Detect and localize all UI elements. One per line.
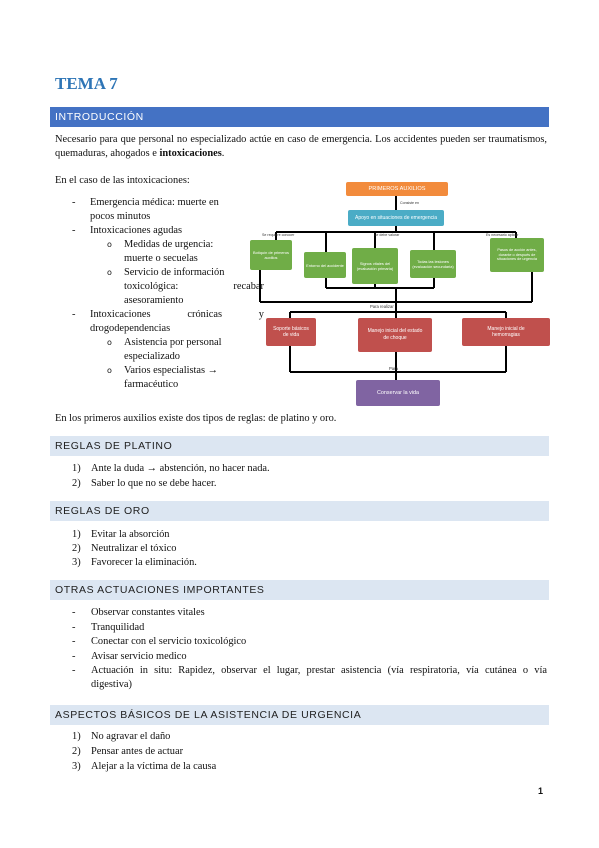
flow-pasos-accion: Pasos de acción antes, durante o después…: [490, 238, 544, 272]
flow-estado-choque: Manejo inicial del estado de choque: [358, 318, 432, 352]
list-item: - Emergencia médica: muerte en pocos min…: [72, 196, 264, 224]
list-item: 1)Evitar la absorción: [72, 529, 170, 540]
flow-botiquin: Botiquín de primeros auxilios: [250, 240, 292, 270]
list-item: -Avisar servicio medico: [72, 650, 187, 662]
list-item: 2)Saber lo que no se debe hacer.: [72, 478, 217, 489]
bullet-text: Varios especialistas →: [124, 365, 219, 376]
bullet-text: Asistencia por personal: [124, 337, 222, 348]
intro-intoxicaciones-lead: En el caso de las intoxicaciones:: [55, 175, 190, 186]
bullet-text: Medidas de urgencia:: [124, 239, 214, 250]
bullet-text: toxicológica:: [124, 281, 179, 292]
flow-lesiones: Todas las lesiones (evaluación secundari…: [410, 250, 456, 278]
list-item: -Conectar con el servicio toxicológico: [72, 636, 247, 648]
bullet-text: muerte o secuelas: [124, 253, 198, 264]
bullet-text: pocos minutos: [90, 211, 151, 222]
oro-list: 1)Evitar la absorción 2)Neutralizar el t…: [72, 528, 197, 570]
platino-list: 1)Ante la duda → abstención, no hacer na…: [72, 462, 270, 492]
page-number: 1: [537, 786, 543, 796]
section-heading-otras: OTRAS ACTUACIONES IMPORTANTES: [50, 580, 549, 600]
list-item: 2)Neutralizar el tóxico: [72, 543, 177, 554]
list-item: o Medidas de urgencia: muerte o secuelas: [72, 238, 264, 266]
flow-primeros-auxilios: PRIMEROS AUXILIOS: [346, 182, 448, 196]
flow-label-para-realizar: Para realizar: [370, 304, 394, 309]
bullet-text: Intoxicaciones agudas: [90, 225, 183, 236]
section-heading-oro: REGLAS DE ORO: [50, 501, 549, 521]
otras-list: -Observar constantes vitales -Tranquilid…: [72, 606, 547, 692]
list-item: -Observar constantes vitales: [72, 607, 205, 618]
list-item: - Actuación in situ: Rapidez, observar e…: [72, 665, 547, 691]
flow-label-valorar: Se debe valorar: [374, 233, 400, 237]
bullet-text: crónicas: [187, 309, 222, 320]
list-item: - Intoxicaciones agudas: [72, 224, 264, 238]
intro-closing-paragraph: En los primeros auxilios existe dos tipo…: [55, 413, 337, 424]
bullet-text: asesoramiento: [124, 295, 184, 306]
list-item: -Tranquilidad: [72, 621, 145, 633]
flow-conservar-vida: Conservar la vida: [356, 380, 440, 406]
list-item: o Asistencia por personal especializado: [72, 336, 264, 364]
bullet-text: drogodependencias: [90, 323, 171, 334]
bullet-text: especializado: [124, 351, 180, 362]
list-item: 3)Favorecer la eliminación.: [72, 557, 197, 568]
flow-hemorragias: Manejo inicial de hemorragias: [462, 318, 550, 346]
intro-paragraph: Necesario para que personal no especiali…: [55, 133, 547, 161]
intro-paragraph-bold: intoxicaciones: [159, 148, 222, 159]
list-item: o Servicio de información toxicológica: …: [107, 267, 264, 306]
bullet-text: y: [258, 309, 264, 320]
list-item: - Intoxicaciones crónicas y drogodepende…: [72, 309, 264, 334]
bullet-text: farmacéutico: [124, 379, 179, 390]
section-heading-platino: REGLAS DE PLATINO: [50, 436, 549, 456]
bullet-text: Servicio de información: [124, 267, 225, 278]
page-title: TEMA 7: [55, 74, 118, 93]
list-item: o Varios especialistas → farmacéutico: [72, 364, 264, 392]
list-item: 1)No agravar el daño: [72, 731, 171, 742]
bullet-text: Emergencia médica: muerte en: [90, 197, 219, 208]
bullet-text: recabar: [233, 281, 264, 292]
flow-apoyo: Apoyo en situaciones de emergencia: [348, 210, 444, 226]
flow-label-consiste: Consiste en: [400, 201, 419, 205]
bullet-text: Intoxicaciones: [90, 309, 151, 320]
list-item: 3)Alejar a la víctima de la causa: [72, 761, 217, 772]
flow-signos-vitales: Signos vitales del (evaluación primaria): [352, 248, 398, 284]
aspectos-list: 1)No agravar el daño 2)Pensar antes de a…: [72, 730, 216, 775]
intro-bullet-list: - Emergencia médica: muerte en pocos min…: [72, 196, 264, 392]
flow-label-requiere: Se requiere conocer: [262, 233, 295, 237]
intro-paragraph-text: Necesario para que personal no especiali…: [55, 134, 547, 159]
flow-label-aplicar: Es necesario aplicar: [486, 233, 519, 237]
flowchart: PRIMEROS AUXILIOS Consiste en Apoyo en s…: [250, 180, 550, 410]
flow-entorno: Entorno del accidente: [304, 252, 346, 278]
intro-paragraph-end: .: [221, 148, 225, 159]
list-item: 1)Ante la duda → abstención, no hacer na…: [72, 463, 270, 474]
flow-label-para: Para: [389, 366, 398, 371]
section-heading-aspectos: ASPECTOS BÁSICOS DE LA ASISTENCIA DE URG…: [50, 705, 549, 725]
flow-soporte-basico: Soporte básicos de vida: [266, 318, 316, 346]
section-heading-introduccion: INTRODUCCIÓN: [50, 107, 549, 127]
list-item: 2)Pensar antes de actuar: [72, 746, 184, 757]
